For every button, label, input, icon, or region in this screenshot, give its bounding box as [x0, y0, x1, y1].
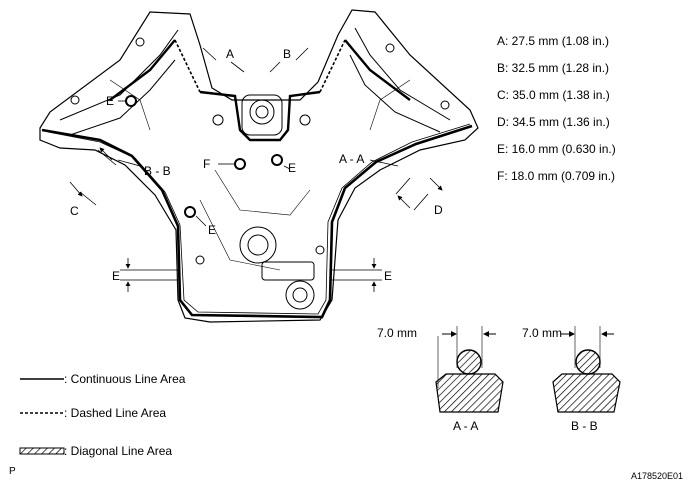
callout-section-aa: A - A	[339, 152, 364, 166]
footer-p: P	[9, 466, 16, 477]
legend-continuous-label: : Continuous Line Area	[64, 372, 186, 386]
point-e-upper-left	[125, 95, 137, 107]
seal-line-continuous	[41, 124, 473, 319]
circled-points	[125, 95, 283, 218]
seal-line-upper	[109, 39, 411, 142]
callout-e-left: E	[112, 269, 120, 283]
section-bb-width: 7.0 mm	[522, 326, 562, 340]
callout-d: D	[434, 203, 443, 217]
callout-a: A	[226, 47, 234, 61]
section-aa-width: 7.0 mm	[377, 326, 417, 340]
callout-section-bb: B - B	[144, 164, 171, 178]
section-aa-caption: A - A	[453, 419, 478, 433]
engine-block	[39, 9, 479, 323]
legend-diagonal-swatch	[19, 447, 65, 455]
legend-diagonal-label: : Diagonal Line Area	[64, 444, 173, 458]
section-bb-caption: B - B	[571, 419, 598, 433]
callout-b: B	[283, 47, 291, 61]
point-e-center	[271, 154, 283, 166]
callout-e-center: E	[288, 161, 296, 175]
spec-e: E: 16.0 mm (0.630 in.)	[497, 142, 616, 156]
spec-f: F: 18.0 mm (0.709 in.)	[497, 169, 616, 183]
section-bb-view	[552, 326, 621, 413]
callout-c: C	[70, 204, 79, 218]
callout-e-lower: E	[208, 223, 216, 237]
point-f	[234, 158, 246, 170]
footer-figure-id: A178520E01	[630, 471, 683, 481]
callout-e-upper-left: E	[106, 94, 114, 108]
spec-b: B: 32.5 mm (1.28 in.)	[497, 61, 610, 75]
point-e-lower	[184, 206, 196, 218]
legend-dashed-label: : Dashed Line Area	[64, 406, 167, 420]
callout-f: F	[203, 157, 210, 171]
spec-c: C: 35.0 mm (1.38 in.)	[497, 88, 610, 102]
spec-a: A: 27.5 mm (1.08 in.)	[497, 34, 610, 48]
dimension-marks	[69, 47, 443, 292]
callout-e-right: E	[384, 269, 392, 283]
spec-d: D: 34.5 mm (1.36 in.)	[497, 115, 610, 129]
section-aa-view	[435, 326, 504, 413]
